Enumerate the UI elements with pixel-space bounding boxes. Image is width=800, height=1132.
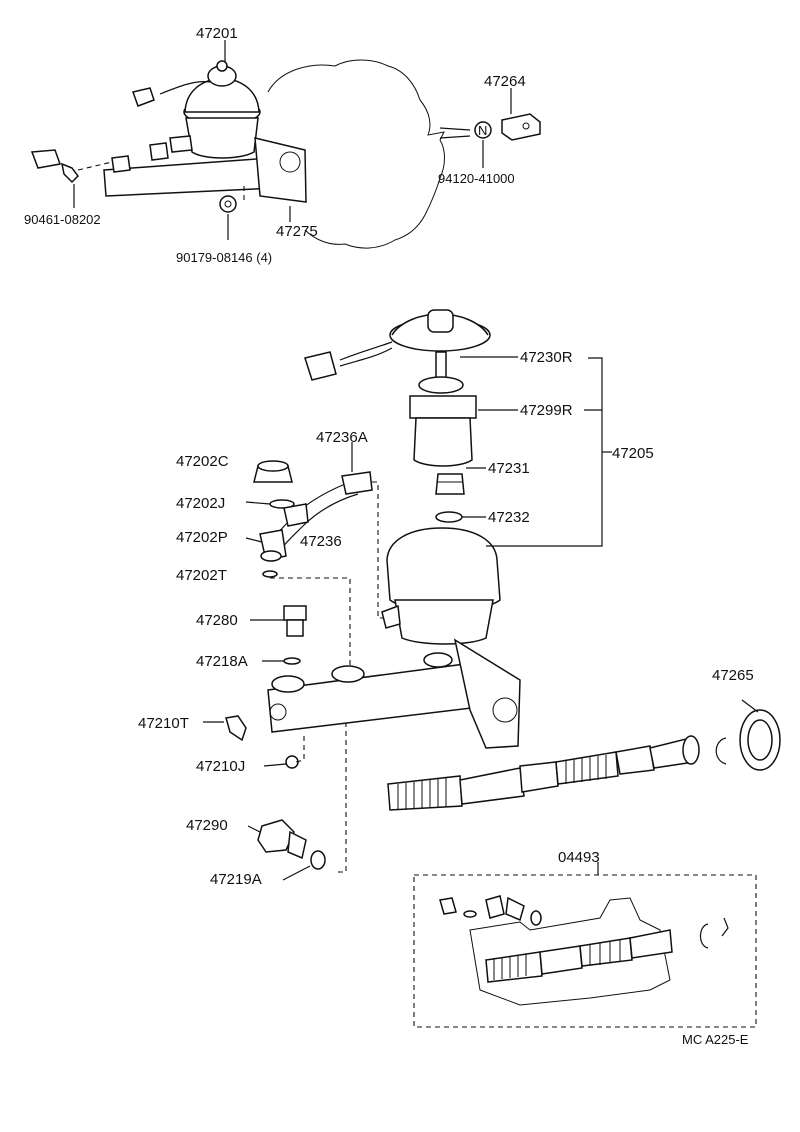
- label-47290: 47290: [186, 817, 228, 834]
- reservoir-assembly: [304, 309, 612, 645]
- label-47201: 47201: [196, 25, 238, 42]
- repair-kit-box: [413, 862, 757, 1028]
- label-47205: 47205: [612, 445, 654, 462]
- label-47202j: 47202J: [176, 495, 225, 512]
- n-mark: N: [478, 123, 487, 138]
- label-47275: 47275: [276, 223, 318, 240]
- label-47280: 47280: [196, 612, 238, 629]
- brake-booster-assembly: N: [30, 40, 541, 249]
- label-47232: 47232: [488, 509, 530, 526]
- label-47218a: 47218A: [196, 653, 248, 670]
- label-47210t: 47210T: [138, 715, 189, 732]
- diagram-code: MC A225-E: [682, 1032, 749, 1047]
- label-47230r: 47230R: [520, 349, 573, 366]
- label-94120-41000: 94120-41000: [438, 171, 515, 186]
- label-90179-08146: 90179-08146 (4): [176, 250, 272, 265]
- label-47231: 47231: [488, 460, 530, 477]
- label-47202t: 47202T: [176, 567, 227, 584]
- label-47264: 47264: [484, 73, 526, 90]
- label-47202p: 47202P: [176, 529, 228, 546]
- piston-assembly: [387, 699, 781, 811]
- label-04493: 04493: [558, 849, 600, 866]
- label-47236: 47236: [300, 533, 342, 550]
- label-47236a: 47236A: [316, 429, 368, 446]
- label-47210j: 47210J: [196, 758, 245, 775]
- label-47265: 47265: [712, 667, 754, 684]
- label-90461-08202: 90461-08202: [24, 212, 101, 227]
- label-47219a: 47219A: [210, 871, 262, 888]
- label-47299r: 47299R: [520, 402, 573, 419]
- master-cylinder-body: [267, 638, 521, 749]
- left-parts: [203, 442, 384, 881]
- label-47202c: 47202C: [176, 453, 229, 470]
